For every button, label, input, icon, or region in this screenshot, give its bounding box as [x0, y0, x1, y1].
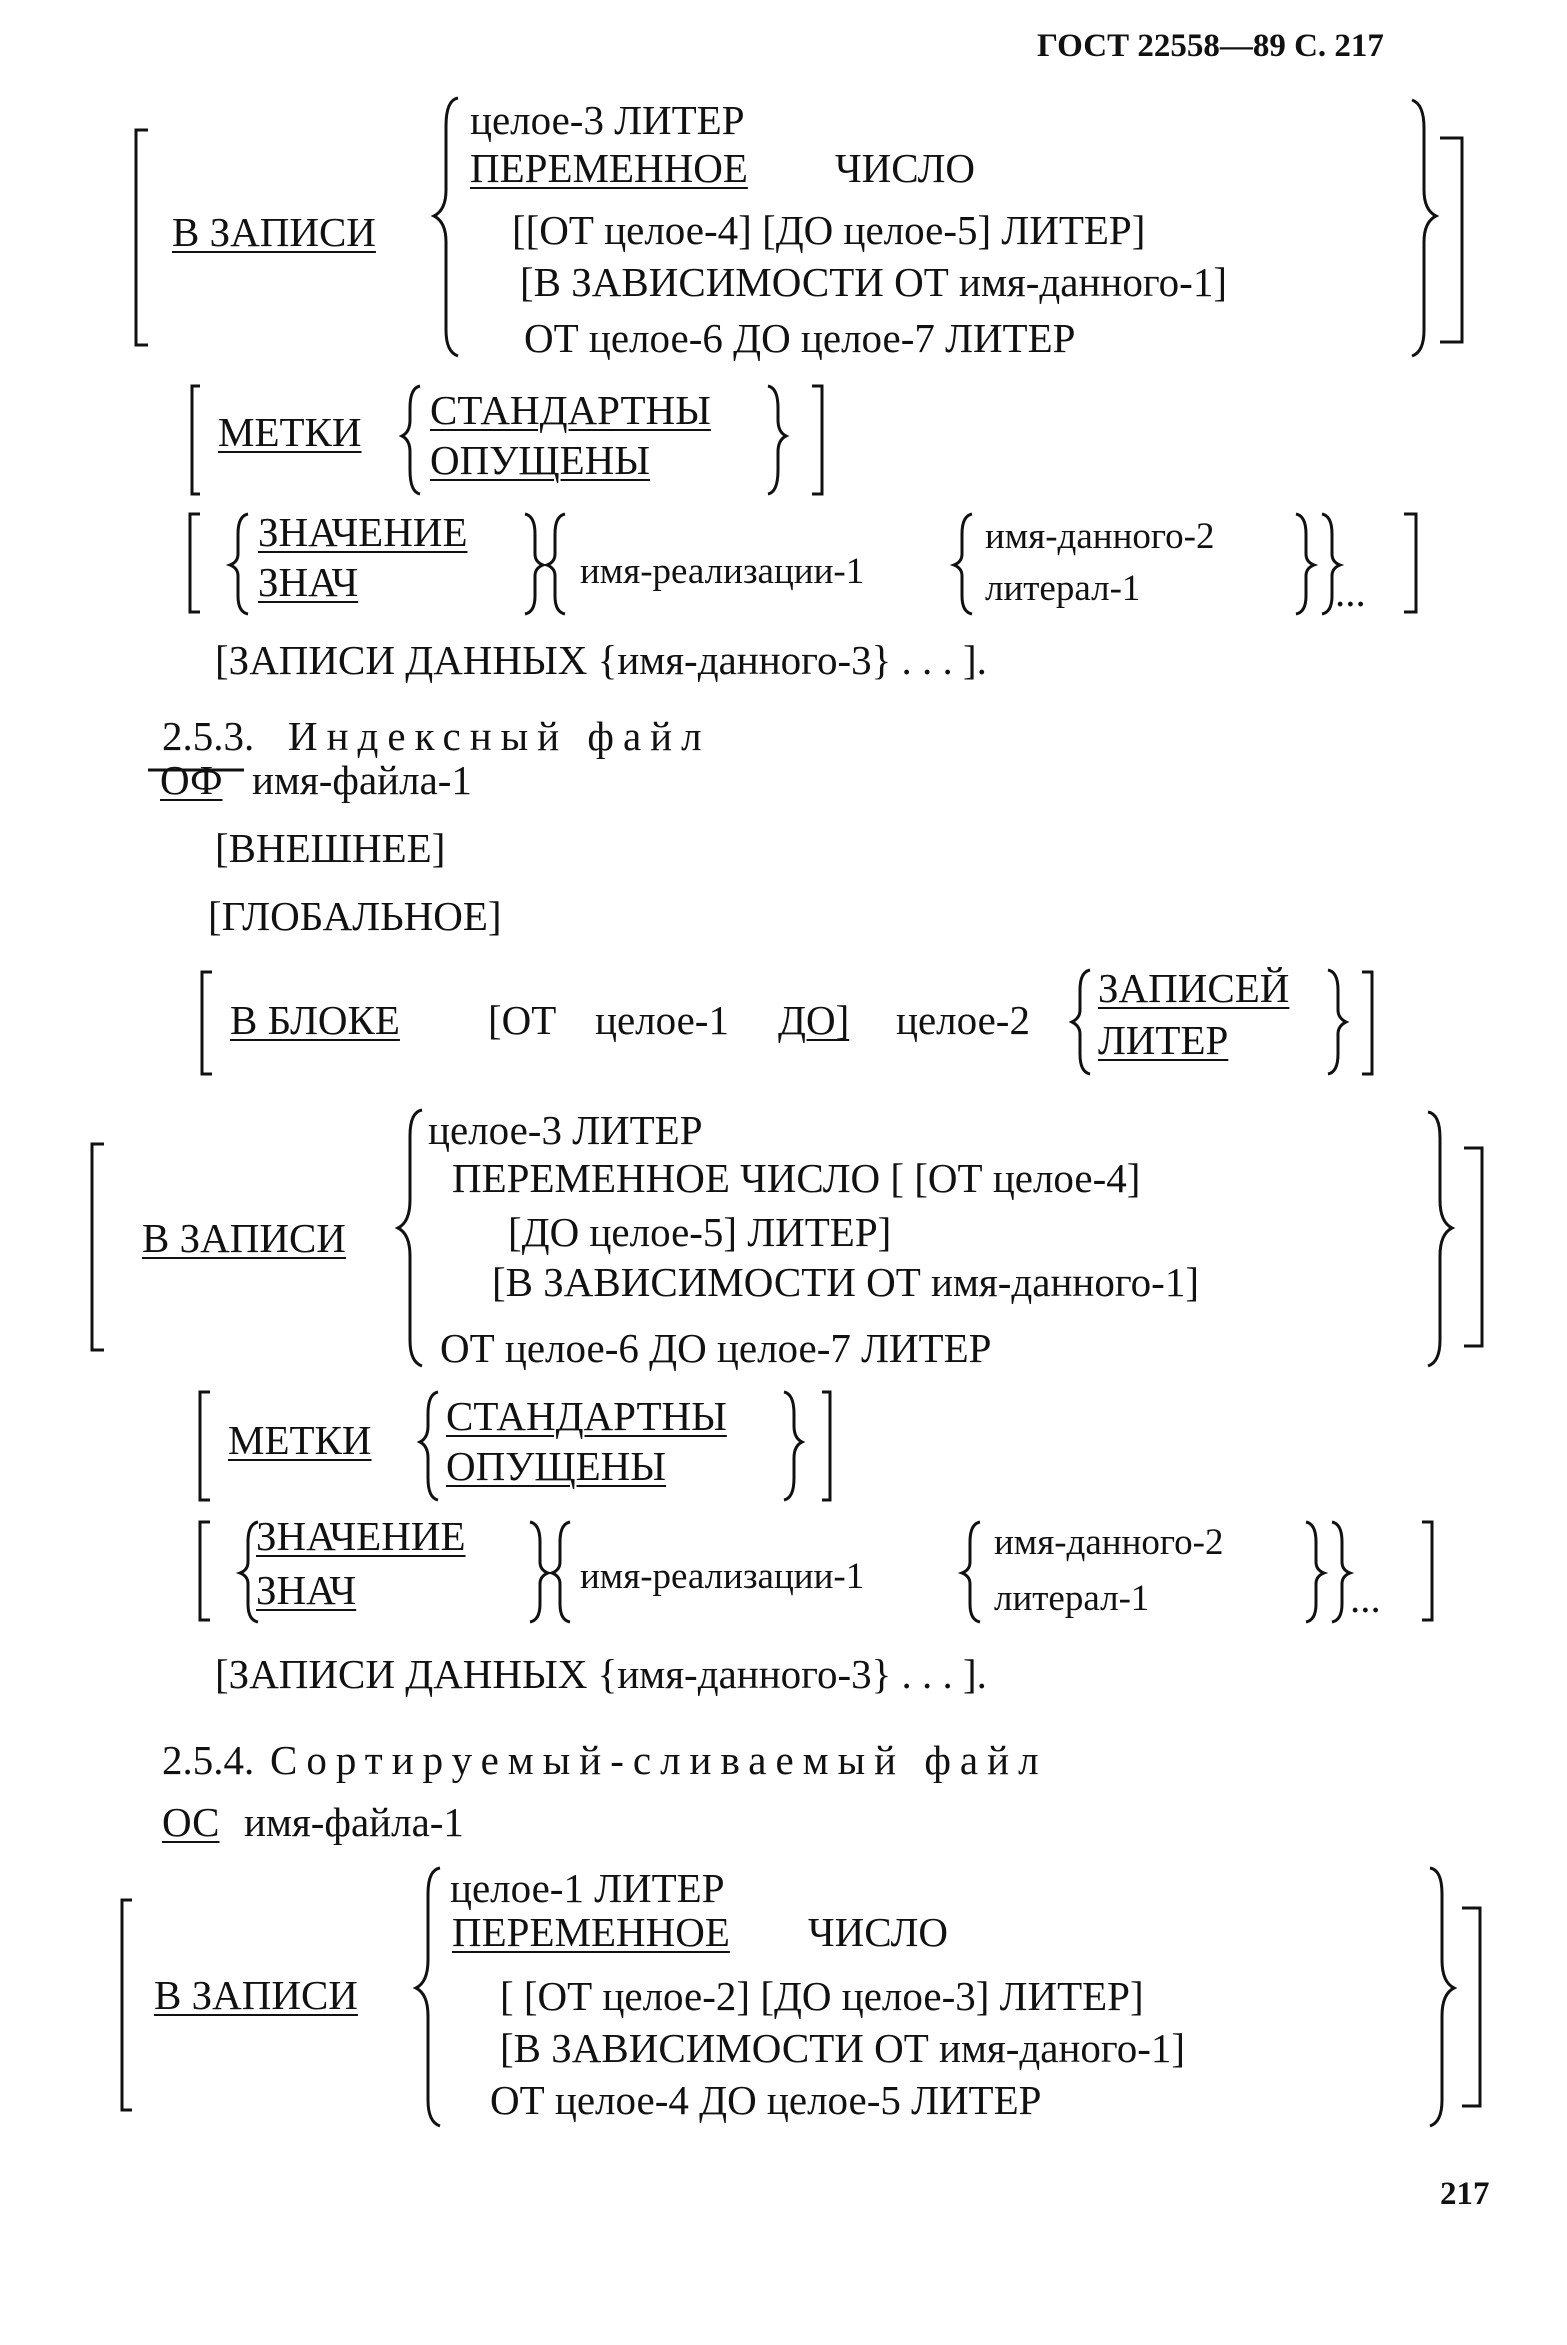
labels-omitted-2: ОПУЩЕНЫ — [446, 1443, 667, 1489]
record-option-from-to-3: ОТ целое-4 ДО целое-5 ЛИТЕР — [490, 2077, 1042, 2123]
page-number: 217 — [1440, 2176, 1490, 2212]
sd-keyword: ОС — [162, 1799, 220, 1845]
data-records-clause: [ЗАПИСИ ДАННЫХ {имя-данного-3} . . . ]. — [215, 637, 987, 683]
record-option-variable-2: ПЕРЕМЕННОЕ ЧИСЛО [ [ОТ целое-4] — [452, 1155, 1141, 1201]
block-records: ЗАПИСЕЙ — [1098, 965, 1290, 1011]
implementation-name: имя-реализации-1 — [580, 551, 865, 592]
labels-omitted: ОПУЩЕНЫ — [430, 437, 651, 483]
sort-file-name: имя-файла-1 — [244, 1799, 464, 1845]
block-to: ДО] — [778, 997, 850, 1043]
literal-1b: литерал-1 — [994, 1578, 1150, 1619]
literal-1: литерал-1 — [985, 568, 1141, 609]
implementation-name-2: имя-реализации-1 — [580, 1556, 865, 1597]
record-option-variable-number: ЧИСЛО — [835, 145, 975, 191]
section-heading-2: Сортируемый-сливаемый файл — [270, 1737, 1048, 1783]
value-keyword: ЗНАЧЕНИЕ — [258, 509, 468, 555]
record-option-fixed: целое-3 ЛИТЕР — [470, 97, 745, 143]
block-from: [ОТ — [488, 997, 557, 1043]
labels-keyword-2: МЕТКИ — [228, 1417, 372, 1463]
record-option-depending-3: [В ЗАВИСИМОСТИ ОТ имя-даного-1] — [500, 2025, 1186, 2071]
record-option-variable-kw: ПЕРЕМЕННОЕ — [470, 145, 748, 191]
record-option-range-3: [ [ОТ целое-2] [ДО целое-3] ЛИТЕР] — [500, 1973, 1144, 2019]
external-clause: [ВНЕШНЕЕ] — [215, 825, 446, 871]
labels-standard-2: СТАНДАРТНЫ — [446, 1393, 727, 1439]
record-option-range-2: [ДО целое-5] ЛИТЕР] — [508, 1209, 892, 1255]
labels-standard: СТАНДАРТНЫ — [430, 387, 711, 433]
labels-keyword: МЕТКИ — [218, 409, 362, 455]
record-clause-keyword-3: В ЗАПИСИ — [154, 1972, 358, 2018]
record-option-fixed-3: целое-1 ЛИТЕР — [450, 1865, 725, 1911]
record-option-depending: [В ЗАВИСИМОСТИ ОТ имя-данного-1] — [520, 259, 1227, 305]
record-option-from-to-2: ОТ целое-6 ДО целое-7 ЛИТЕР — [440, 1325, 992, 1371]
global-clause: [ГЛОБАЛЬНОЕ] — [208, 893, 502, 939]
record-option-fixed-2: целое-3 ЛИТЕР — [428, 1107, 703, 1153]
record-option-from-to: ОТ целое-6 ДО целое-7 ЛИТЕР — [524, 315, 1076, 361]
data-name-2: имя-данного-2 — [985, 516, 1215, 557]
value-keyword-2: ЗНАЧЕНИЕ — [256, 1513, 466, 1559]
section-number: 2.5.3. — [162, 713, 255, 759]
file-name: имя-файла-1 — [252, 757, 472, 803]
fd-keyword: ОФ — [160, 757, 223, 803]
record-clause-keyword: В ЗАПИСИ — [172, 209, 376, 255]
value-keyword-short-2: ЗНАЧ — [256, 1567, 357, 1613]
record-clause-keyword-2: В ЗАПИСИ — [142, 1215, 346, 1261]
data-records-clause-2: [ЗАПИСИ ДАННЫХ {имя-данного-3} . . . ]. — [215, 1651, 987, 1697]
record-option-range: [[ОТ целое-4] [ДО целое-5] ЛИТЕР] — [512, 207, 1146, 253]
block-characters: ЛИТЕР — [1098, 1017, 1229, 1063]
data-name-2b: имя-данного-2 — [994, 1522, 1224, 1563]
value-keyword-short: ЗНАЧ — [258, 559, 359, 605]
page-header: ГОСТ 22558—89 С. 217 — [1037, 28, 1384, 64]
section-number-2: 2.5.4. — [162, 1737, 255, 1783]
block-integer-2: целое-2 — [896, 997, 1030, 1043]
block-keyword: В БЛОКЕ — [230, 997, 400, 1043]
record-option-variable-number-3: ЧИСЛО — [808, 1909, 948, 1955]
ellipsis: ... — [1335, 569, 1366, 615]
ellipsis-2: ... — [1350, 1575, 1381, 1621]
section-heading: Индексный файл — [288, 713, 711, 759]
record-option-variable-kw-3: ПЕРЕМЕННОЕ — [452, 1909, 730, 1955]
block-integer-1: целое-1 — [595, 997, 729, 1043]
record-option-depending-2: [В ЗАВИСИМОСТИ ОТ имя-данного-1] — [492, 1259, 1199, 1305]
